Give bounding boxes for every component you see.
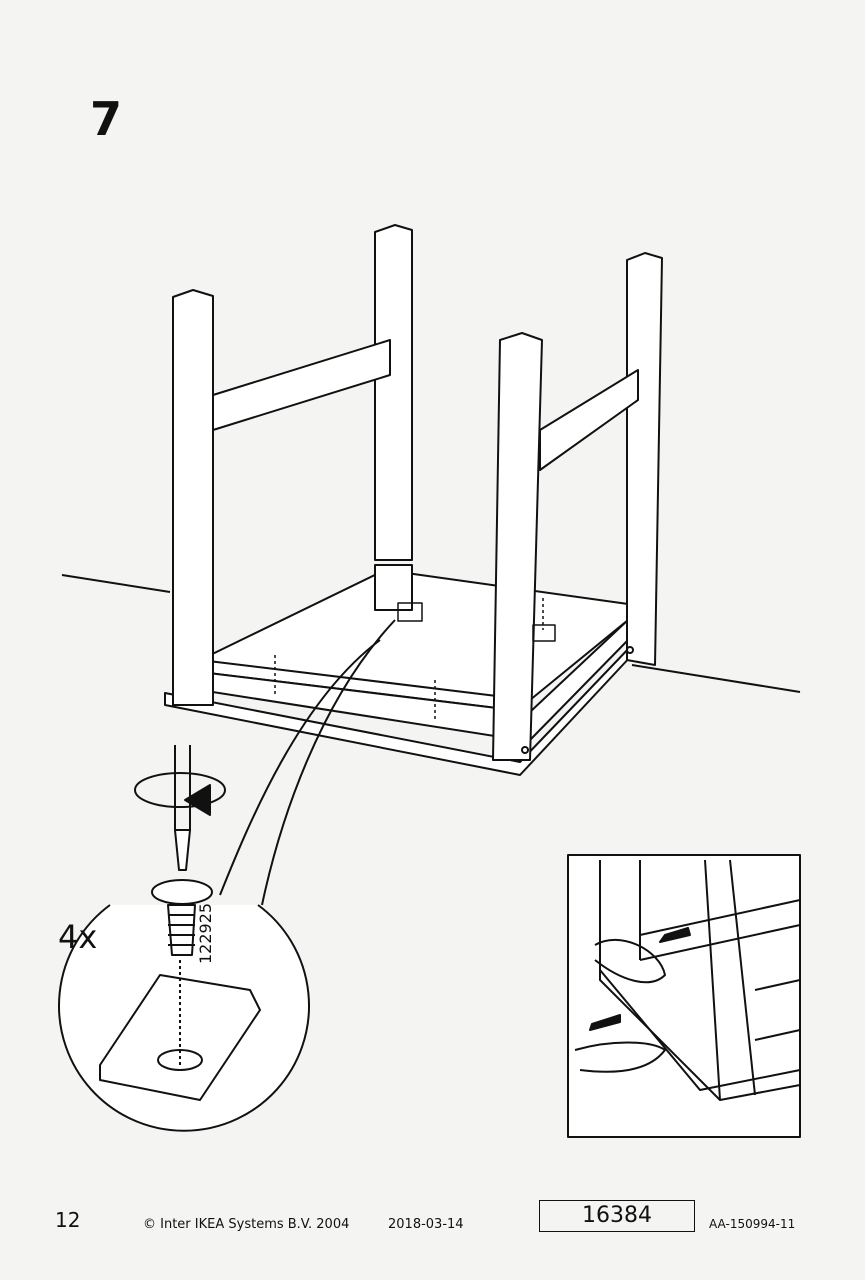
quantity-label: 4x (58, 918, 98, 956)
part-number: 122925 (196, 902, 215, 964)
product-code-box: 16384 (539, 1200, 695, 1232)
bracket-marks (274, 598, 556, 720)
page-number: 12 (55, 1208, 81, 1232)
detail-circle (58, 879, 310, 1132)
floor-lines (61, 574, 801, 693)
step-number: 7 (90, 92, 123, 146)
date: 2018-03-14 (388, 1217, 464, 1232)
detail-box (567, 854, 801, 1138)
callout-curve (219, 639, 381, 896)
copyright: © Inter IKEA Systems B.V. 2004 (143, 1217, 350, 1232)
callout-curve (261, 619, 396, 906)
stool-frame (164, 224, 663, 776)
document-id: AA-150994-11 (709, 1217, 796, 1231)
screwdriver-icon (134, 745, 226, 871)
